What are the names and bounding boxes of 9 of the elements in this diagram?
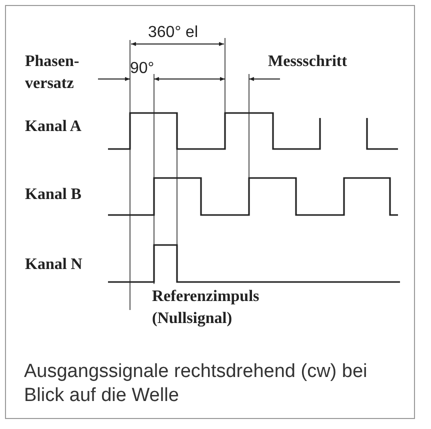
channel-label: Kanal B [25, 185, 82, 205]
axis-label: Phasen- versatz [25, 52, 80, 94]
caption: Ausgangssignale rechtsdrehend (cw) bei Blick auf die Welle [24, 360, 368, 408]
channel-label: Kanal N [25, 255, 82, 275]
dimension-label: 360° el [148, 23, 198, 43]
annotation-text: Referenzimpuls (Nullsignal) [152, 287, 260, 329]
channel-label: Kanal A [25, 117, 82, 137]
axis-label: Messschritt [268, 52, 348, 72]
dimension-label: 90° [130, 59, 154, 79]
